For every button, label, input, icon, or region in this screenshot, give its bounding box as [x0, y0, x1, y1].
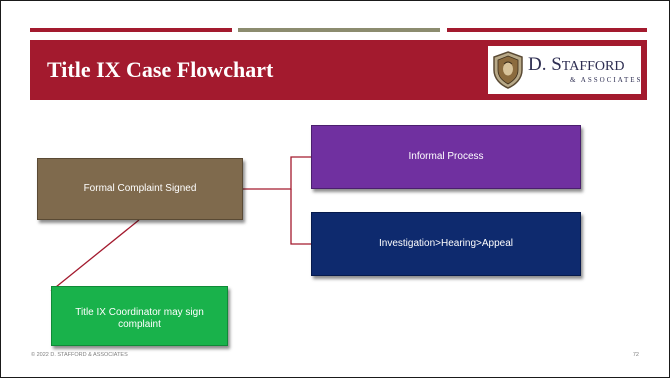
connector-coordinator-to-formal — [50, 219, 140, 292]
node-informal-process: Informal Process — [311, 125, 581, 189]
page-number: 72 — [632, 352, 639, 358]
node-formal-complaint: Formal Complaint Signed — [37, 158, 243, 220]
title-bar: Title IX Case Flowchart D. STAFFORD & AS… — [30, 40, 647, 100]
header-stripe-right — [447, 28, 647, 32]
node-coordinator-sign: Title IX Coordinator may sign complaint — [51, 286, 228, 346]
connector-formal-to-investigation — [290, 189, 311, 245]
node-investigation-hearing-appeal: Investigation>Hearing>Appeal — [311, 212, 581, 276]
shield-crest-icon — [493, 51, 523, 89]
logo-wordmark: D. STAFFORD — [528, 54, 625, 75]
slide-title: Title IX Case Flowchart — [47, 57, 274, 82]
footer-copyright: © 2022 D. STAFFORD & ASSOCIATES — [31, 352, 128, 358]
header-stripe-middle — [238, 28, 440, 32]
company-logo: D. STAFFORD & ASSOCIATES — [488, 46, 641, 94]
header-stripe-left — [30, 28, 232, 32]
logo-subtitle: & ASSOCIATES — [570, 76, 643, 84]
connector-formal-to-informal — [243, 156, 311, 190]
